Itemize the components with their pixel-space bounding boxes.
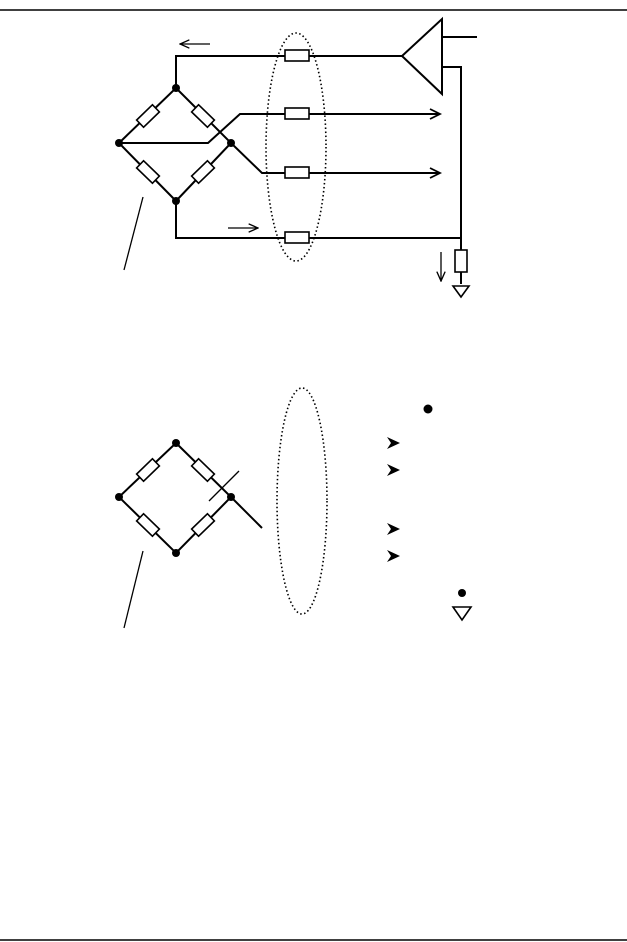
- cable-shield-ellipse: [265, 32, 327, 262]
- wheatstone-bridge: [115, 84, 235, 205]
- legend-node-icon: [423, 404, 433, 414]
- bridge2-leader-line: [123, 550, 144, 629]
- cable-resistor-4: [284, 231, 310, 244]
- arrow-lower-signal-icon: [429, 167, 443, 179]
- bridge2-node-left: [115, 493, 123, 501]
- legend-arrow-1-icon: [387, 437, 400, 449]
- legend-small-node-icon: [458, 589, 466, 597]
- cable-resistors: [284, 49, 310, 244]
- ground-icon: [451, 285, 471, 299]
- bridge2-resistor-bottom-right: [190, 512, 216, 538]
- figure-bridge-circuit: [115, 16, 477, 299]
- bridge2-node-bottom: [172, 549, 180, 557]
- strike-line-diagonal: [208, 470, 240, 502]
- legend-arrow-3-icon: [387, 523, 400, 535]
- legend-arrow-2-icon: [387, 464, 400, 476]
- cable-resistor-3: [284, 166, 310, 179]
- bridge-resistor-bottom-left: [135, 159, 161, 185]
- arrow-upper-signal-icon: [429, 108, 443, 120]
- strike-line-right: [230, 496, 263, 529]
- bridge-resistor-top-right: [190, 103, 216, 129]
- cable-shield-ellipse-2: [276, 387, 328, 615]
- bridge2-resistor-top-right: [190, 457, 216, 483]
- bridge-leader-line: [123, 196, 144, 271]
- cable-resistor-1: [284, 49, 310, 62]
- legend-arrow-4-icon: [387, 550, 400, 562]
- bridge2-resistor-top-left: [135, 457, 161, 483]
- bridge2-resistor-bottom-left: [135, 512, 161, 538]
- cable-resistor-2: [284, 107, 310, 120]
- ground-resistor: [454, 249, 468, 273]
- signal-arrows: [429, 108, 443, 179]
- wheatstone-bridge-2: [115, 439, 235, 557]
- bridge-resistor-bottom-right: [190, 159, 216, 185]
- bridge-resistor-top-left: [135, 103, 161, 129]
- figure-bridge-legend: [115, 387, 473, 629]
- bridge2-node-top: [172, 439, 180, 447]
- amplifier-icon: [400, 16, 443, 97]
- legend-ground-icon: [451, 606, 473, 622]
